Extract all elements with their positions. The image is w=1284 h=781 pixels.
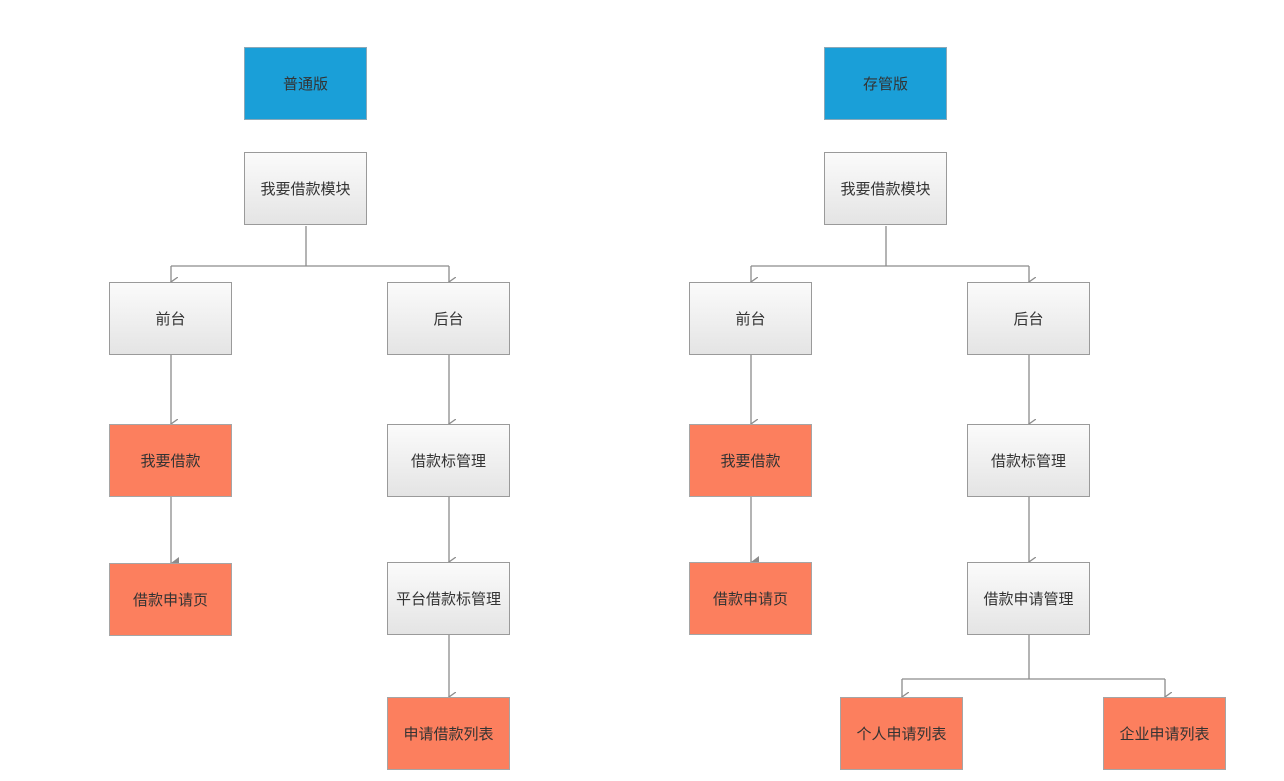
node-standard-edition[interactable]: 普通版: [244, 47, 367, 120]
node-loan-listing-management[interactable]: 借款标管理: [967, 424, 1090, 497]
node-frontend[interactable]: 前台: [109, 282, 232, 355]
node-label: 前台: [735, 309, 766, 328]
node-label: 申请借款列表: [403, 724, 494, 743]
node-label: 借款标管理: [990, 451, 1066, 470]
node-loan-application-page[interactable]: 借款申请页: [689, 562, 812, 635]
node-label: 借款标管理: [410, 451, 486, 470]
node-backend[interactable]: 后台: [387, 282, 510, 355]
node-loan-application-page[interactable]: 借款申请页: [109, 563, 232, 636]
node-label: 借款申请管理: [983, 589, 1074, 608]
node-label: 我要借款模块: [840, 179, 931, 198]
node-loan-module[interactable]: 我要借款模块: [824, 152, 947, 225]
node-label: 后台: [1013, 309, 1044, 328]
node-label: 借款申请页: [132, 590, 208, 609]
node-label: 企业申请列表: [1119, 724, 1210, 743]
node-label: 我要借款模块: [260, 179, 351, 198]
node-borrow-page[interactable]: 我要借款: [689, 424, 812, 497]
node-platform-loan-listing-management[interactable]: 平台借款标管理: [387, 562, 510, 635]
node-borrow-page[interactable]: 我要借款: [109, 424, 232, 497]
node-loan-listing-management[interactable]: 借款标管理: [387, 424, 510, 497]
node-label: 借款申请页: [712, 589, 788, 608]
node-label: 后台: [433, 309, 464, 328]
node-loan-application-list[interactable]: 申请借款列表: [387, 697, 510, 770]
node-label: 平台借款标管理: [395, 589, 501, 608]
node-custody-edition[interactable]: 存管版: [824, 47, 947, 120]
node-enterprise-application-list[interactable]: 企业申请列表: [1103, 697, 1226, 770]
node-label: 存管版: [862, 74, 908, 93]
node-label: 我要借款: [720, 451, 781, 470]
node-backend[interactable]: 后台: [967, 282, 1090, 355]
node-label: 前台: [155, 309, 186, 328]
node-label: 我要借款: [140, 451, 201, 470]
node-label: 个人申请列表: [856, 724, 947, 743]
node-loan-application-management[interactable]: 借款申请管理: [967, 562, 1090, 635]
node-label: 普通版: [282, 74, 328, 93]
node-loan-module[interactable]: 我要借款模块: [244, 152, 367, 225]
node-frontend[interactable]: 前台: [689, 282, 812, 355]
node-personal-application-list[interactable]: 个人申请列表: [840, 697, 963, 770]
